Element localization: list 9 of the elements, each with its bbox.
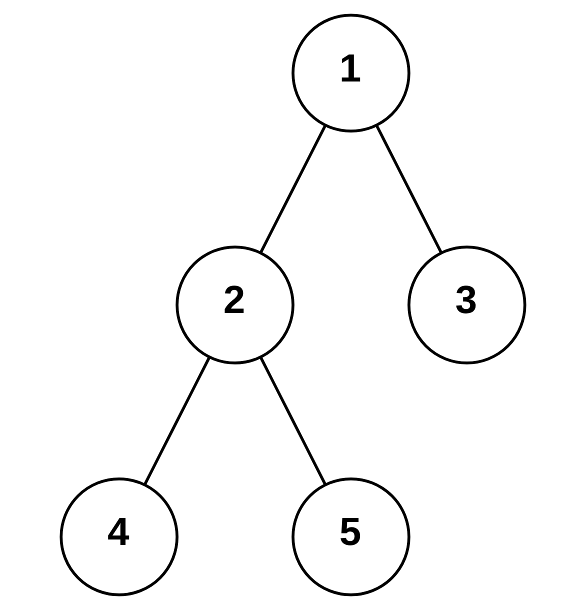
node-circle: 1 — [292, 14, 410, 133]
connector — [375, 124, 442, 254]
node-circle: 3 — [408, 246, 526, 364]
connector — [259, 124, 326, 254]
connector — [260, 356, 327, 486]
node-circle: 4 — [60, 477, 178, 596]
node-circle: 2 — [176, 246, 294, 364]
node-circle: 5 — [292, 477, 410, 596]
connector — [144, 356, 211, 486]
